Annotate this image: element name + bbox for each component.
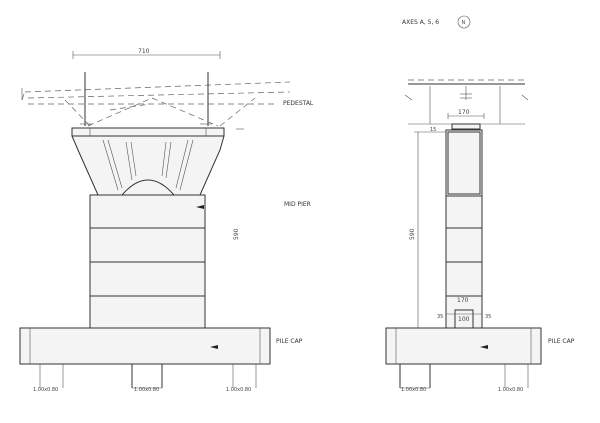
pile-label-right-2: 1.00x0.80 — [498, 387, 523, 393]
pile-label-right-1: 1.00x0.80 — [401, 387, 426, 393]
right-top-dimension: 170 — [447, 109, 485, 119]
right-base-width-label: 170 — [457, 297, 469, 304]
pier-shaft — [89, 194, 206, 329]
left-top-dimension: 710 — [72, 48, 221, 59]
pile-cap-label-right: PILE CAP — [548, 338, 575, 345]
right-height-label: 590 — [409, 228, 416, 240]
right-top-girder — [404, 79, 529, 125]
bearing-bracing — [64, 72, 256, 130]
north-marker — [457, 15, 471, 29]
right-pile-cap — [385, 327, 542, 365]
right-side-view: AXES A, 5, 6 N 170 15 — [385, 15, 575, 393]
right-small-dim-label: 15 — [430, 127, 436, 133]
left-pile-cap — [19, 327, 271, 365]
pile-cap-label-left: PILE CAP — [276, 338, 303, 345]
pile-label-left-2: 1.00x0.80 — [134, 387, 159, 393]
pier-cap — [71, 135, 225, 196]
right-pier-column — [445, 129, 483, 329]
pile-label-left-1: 1.00x0.80 — [33, 387, 58, 393]
right-base-dimensions: 170 100 35 35 — [437, 297, 491, 323]
left-piles: 1.00x0.80 1.00x0.80 1.00x0.80 — [33, 364, 257, 393]
pedestal-plinth — [71, 127, 225, 137]
right-base-left-offset-label: 35 — [437, 314, 443, 320]
right-base-inner-label: 100 — [458, 316, 470, 323]
left-top-width-label: 710 — [138, 48, 150, 55]
left-elevation: 710 PEDESTAL — [19, 48, 314, 393]
pedestal-label: PEDESTAL — [283, 100, 314, 107]
drawing-title: AXES A, 5, 6 — [402, 19, 439, 26]
right-base-right-offset-label: 35 — [485, 314, 491, 320]
left-height-label: 590 — [233, 228, 240, 240]
right-top-width-label: 170 — [458, 109, 470, 116]
pile-label-left-3: 1.00x0.80 — [226, 387, 251, 393]
mid-pier-label: MID PIER — [284, 201, 311, 208]
north-marker-label: N — [462, 20, 466, 26]
deck-dashed-lines — [21, 81, 291, 105]
right-bearing-plate — [451, 123, 481, 130]
right-piles: 1.00x0.80 1.00x0.80 — [399, 364, 529, 393]
right-vertical-dimension: 590 — [409, 131, 446, 329]
